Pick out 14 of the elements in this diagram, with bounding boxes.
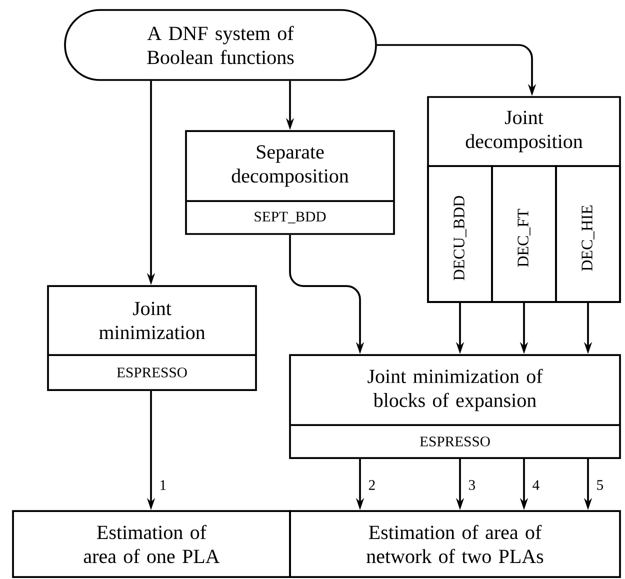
edge-label: 5 (597, 480, 604, 490)
edge-label: 3 (468, 480, 476, 490)
method-column: DEC_HIE (555, 165, 621, 303)
edge-label: 1 (160, 480, 166, 490)
process-box: Estimation of area of one PLA (12, 510, 291, 578)
edge-label: 4 (532, 480, 540, 490)
method-column: DECU_BDD (427, 165, 493, 303)
process-box: Joint minimization of blocks of expansion ESPRESSO (289, 354, 621, 459)
method-column: DEC_FT (491, 165, 557, 303)
start-terminal: A DNF system of Boolean functions (64, 9, 377, 81)
process-box: Separate decomposition SEPT_BDD (185, 130, 395, 235)
process-box: Joint minimization ESPRESSO (47, 285, 257, 391)
edge-label: 2 (368, 480, 375, 490)
process-box: Estimation of area of network of two PLAs (289, 510, 621, 578)
